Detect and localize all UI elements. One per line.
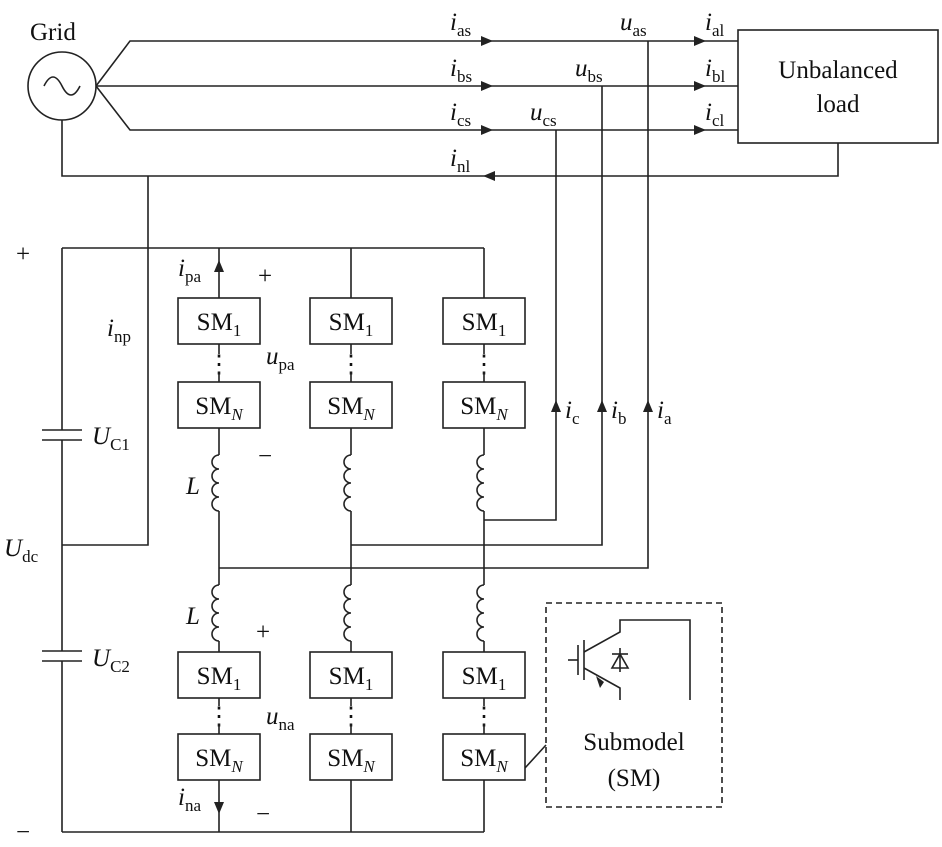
sm-c-upper-last: [442, 381, 526, 429]
neutral-point-wire: [62, 176, 149, 546]
label-uas: uas: [620, 9, 647, 40]
label-inp: inp: [107, 315, 131, 346]
label-ibs: ibs: [450, 55, 472, 86]
label-uc2: UC2: [92, 645, 130, 676]
leg-c: SM1 ⋮ SMN SM1 ⋮ SMN: [442, 248, 526, 832]
inductor-a-upper: [211, 454, 220, 512]
lower-arm-minus: −: [256, 801, 270, 828]
arrow-ia-icon: [643, 400, 653, 412]
sm-b-lower-last: [309, 733, 393, 781]
sm-label: SMN: [327, 745, 376, 776]
sm-label: SM1: [462, 309, 507, 340]
label-udc: Udc: [4, 535, 39, 566]
sm-label: SM1: [197, 309, 242, 340]
arrow-icl-icon: [694, 125, 706, 135]
sm-label: SMN: [195, 393, 244, 424]
label-ic: ic: [565, 397, 580, 428]
label-ubs: ubs: [575, 55, 603, 86]
submodel-label-line2: (SM): [608, 765, 661, 792]
sm-label: SMN: [195, 745, 244, 776]
label-ial: ial: [705, 9, 724, 40]
inductor-b-lower: [343, 584, 352, 642]
label-ina: ina: [178, 784, 201, 815]
sm-label: SM1: [329, 309, 374, 340]
sm-b-upper-first: [309, 297, 393, 345]
sm-label: SMN: [327, 393, 376, 424]
submodel-callout-line: [524, 744, 547, 769]
sm-label: SM1: [197, 663, 242, 694]
inductor-label: L: [185, 603, 200, 630]
label-ipa: ipa: [178, 255, 201, 286]
sm-label: SMN: [460, 745, 509, 776]
inductor-c-lower: [476, 584, 485, 642]
inductor-label: L: [185, 473, 200, 500]
label-ucs: ucs: [530, 99, 557, 130]
phase-b-tap: [351, 86, 603, 546]
arrow-ic-icon: [551, 400, 561, 412]
phase-c-tap: [484, 130, 557, 521]
label-ia: ia: [657, 397, 672, 428]
arrow-ics-icon: [481, 125, 493, 135]
grid-label: Grid: [30, 19, 76, 46]
leg-a: SM1 ⋮ SMN SM1 ⋮ SMN: [177, 248, 261, 832]
sm-c-lower-last: [442, 733, 526, 781]
label-icl: icl: [705, 99, 724, 130]
label-upa: upa: [266, 343, 295, 374]
label-ib: ib: [611, 397, 626, 428]
label-uc1: UC1: [92, 423, 130, 454]
inductor-b-upper: [343, 454, 352, 512]
sm-a-upper-last: [177, 381, 261, 429]
label-inl: inl: [450, 145, 470, 176]
arrow-ias-icon: [481, 36, 493, 46]
sm-b-lower-first: [309, 651, 393, 699]
label-ibl: ibl: [705, 55, 725, 86]
sm-b-upper-last: [309, 381, 393, 429]
neutral-line: [61, 120, 839, 177]
submodel-label-line1: Submodel: [583, 729, 684, 756]
grid-source: [27, 51, 97, 121]
upper-arm-plus: +: [258, 263, 272, 290]
phase-a-tap: [219, 41, 649, 569]
sm-a-upper-first: [177, 297, 261, 345]
arrow-ial-icon: [694, 36, 706, 46]
sm-a-lower-first: [177, 651, 261, 699]
label-una: una: [266, 703, 295, 734]
label-ics: ics: [450, 99, 471, 130]
dc-plus-sign: +: [16, 241, 30, 268]
sm-c-upper-first: [442, 297, 526, 345]
load-label-line1: Unbalanced: [778, 57, 898, 84]
inductor-c-upper: [476, 454, 485, 512]
igbt-icon: [568, 619, 691, 700]
lower-arm-plus: +: [256, 619, 270, 646]
upper-arm-minus: −: [258, 443, 272, 470]
sm-label: SM1: [462, 663, 507, 694]
phase-a-line: [95, 40, 738, 87]
arrow-ipa-icon: [214, 260, 224, 272]
inductor-a-lower: [211, 584, 220, 642]
arrow-ibl-icon: [694, 81, 706, 91]
arrow-ibs-icon: [481, 81, 493, 91]
unbalanced-load-box: [737, 29, 939, 144]
leg-b: SM1 ⋮ SMN SM1 ⋮ SMN: [309, 248, 393, 832]
arrow-ib-icon: [597, 400, 607, 412]
arrow-inl-icon: [483, 171, 495, 181]
sine-wave-icon: [43, 76, 81, 96]
phase-c-line: [95, 85, 738, 131]
label-ias: ias: [450, 9, 471, 40]
load-label-line2: load: [816, 91, 860, 118]
dc-minus-sign: −: [16, 819, 30, 846]
sm-label: SMN: [460, 393, 509, 424]
sm-a-lower-last: [177, 733, 261, 781]
arrow-ina-icon: [214, 802, 224, 814]
sm-label: SM1: [329, 663, 374, 694]
